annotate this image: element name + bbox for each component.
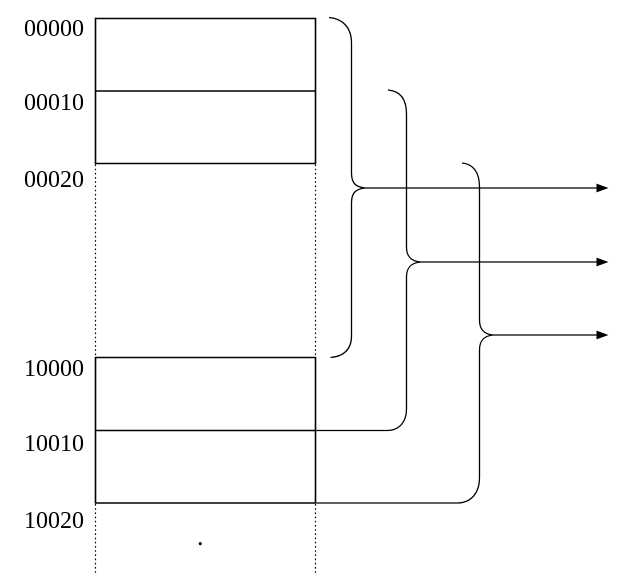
arrow-2 [420,257,609,267]
arrow-2-head-icon [596,257,609,267]
brace-3 [316,162,494,504]
brace-2 [316,89,421,432]
address-label-00010: 00010 [24,90,84,116]
address-label-10020: 10020 [24,508,84,534]
brace-1 [328,16,366,359]
dotted-continuation-lines [94,164,317,573]
arrow-3-head-icon [596,330,609,340]
arrow-3 [493,330,609,340]
continuation-dot: . [197,522,204,551]
arrow-1-head-icon [596,183,609,193]
memory-box-upper-outline [94,17,317,165]
address-label-00020: 00020 [24,167,84,193]
arrow-1 [365,183,609,193]
memory-box-upper [94,17,317,165]
address-label-00000: 00000 [24,16,84,42]
memory-box-lower-outline [94,356,317,504]
address-label-10010: 10010 [24,431,84,457]
address-label-10000: 10000 [24,356,84,382]
memory-box-lower [94,356,317,504]
